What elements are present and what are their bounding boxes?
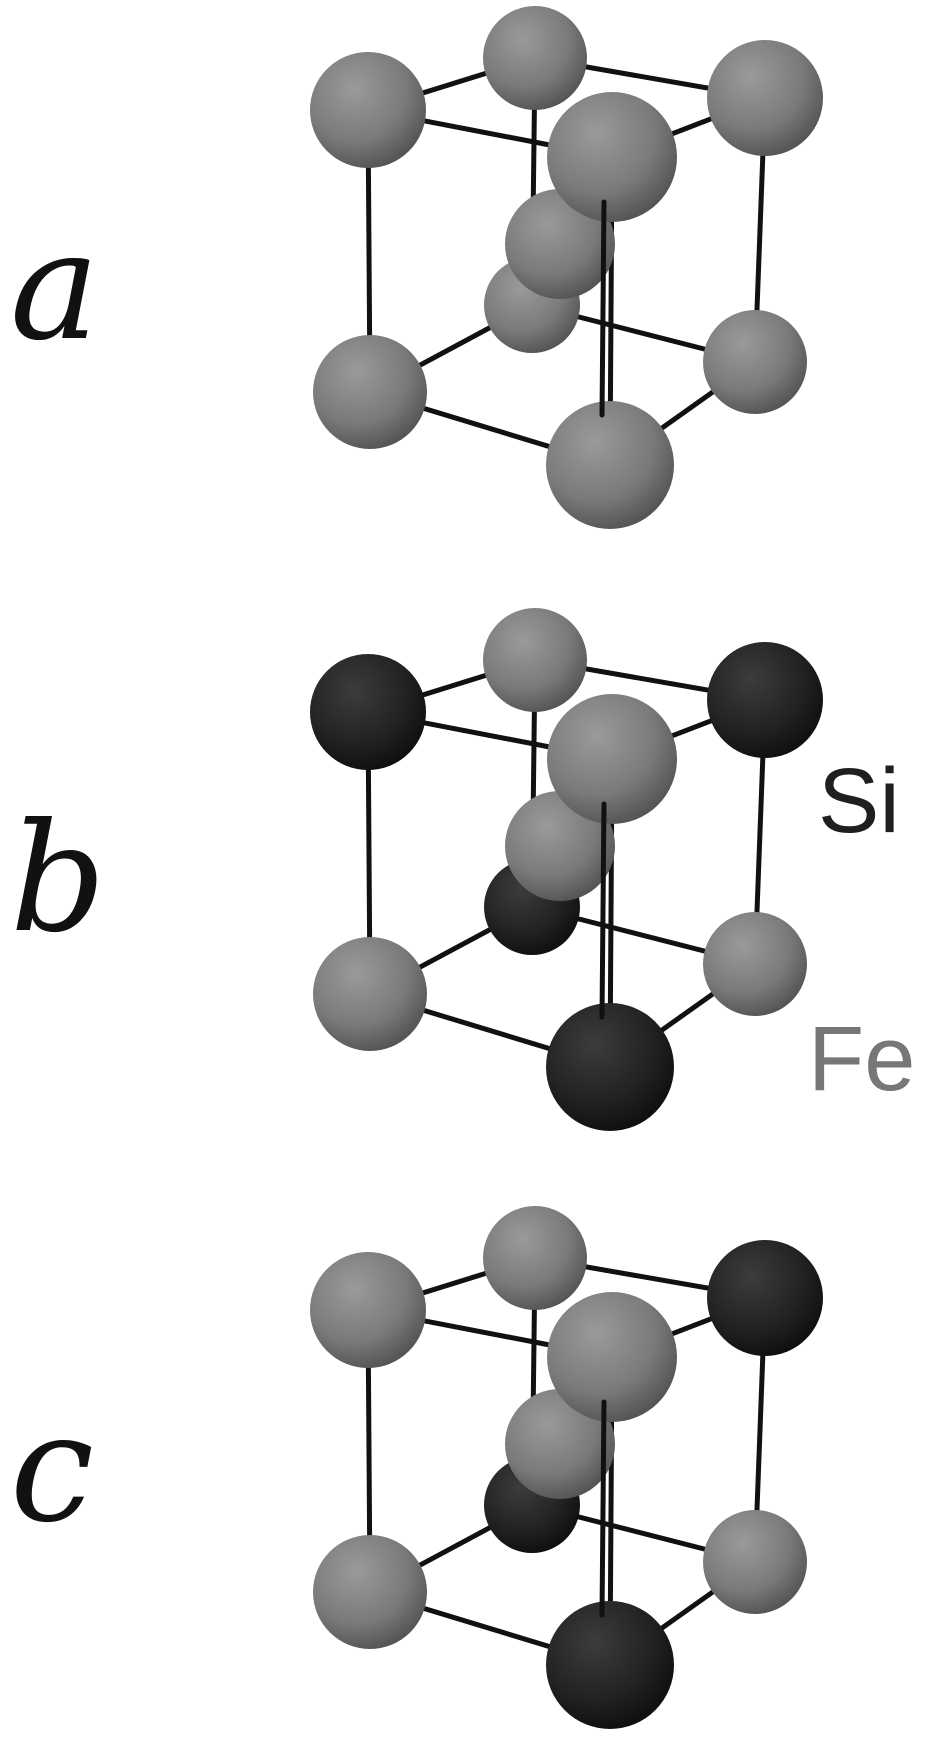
unit-cell-b [310, 608, 823, 1131]
atom-fe-top-front [547, 694, 677, 824]
atom-si-top-right [707, 1240, 823, 1356]
atom-fe-bottom-left [313, 1535, 427, 1649]
bond-front-vertical [599, 801, 607, 1020]
legend-si-label: Si [818, 750, 900, 852]
atom-fe-top-left [310, 1252, 426, 1368]
atom-si-bottom-front [546, 1601, 674, 1729]
atom-fe-bottom-right [703, 310, 807, 414]
atom-si-top-left [310, 654, 426, 770]
atom-fe-top-back [483, 6, 587, 110]
atom-si-top-right [707, 642, 823, 758]
bond-front-vertical [599, 1399, 607, 1618]
panel-label-b: b [10, 792, 106, 966]
atom-fe-top-front [547, 1292, 677, 1422]
panel-label-c: c [10, 1382, 94, 1556]
atom-fe-bottom-left [313, 937, 427, 1051]
atom-fe-top-left [310, 52, 426, 168]
panel-label-a: a [10, 200, 99, 374]
atom-fe-top-right [707, 40, 823, 156]
atom-fe-bottom-left [313, 335, 427, 449]
atom-fe-bottom-front [546, 401, 674, 529]
unit-cell-a [310, 6, 823, 529]
atom-fe-bottom-right [703, 1510, 807, 1614]
atom-fe-top-front [547, 92, 677, 222]
legend-fe-label: Fe [808, 1008, 915, 1110]
atom-fe-top-back [483, 1206, 587, 1310]
atom-fe-top-back [483, 608, 587, 712]
unit-cell-c [310, 1206, 823, 1729]
atom-fe-bottom-right [703, 912, 807, 1016]
bond-front-vertical [599, 199, 607, 418]
atom-si-bottom-front [546, 1003, 674, 1131]
